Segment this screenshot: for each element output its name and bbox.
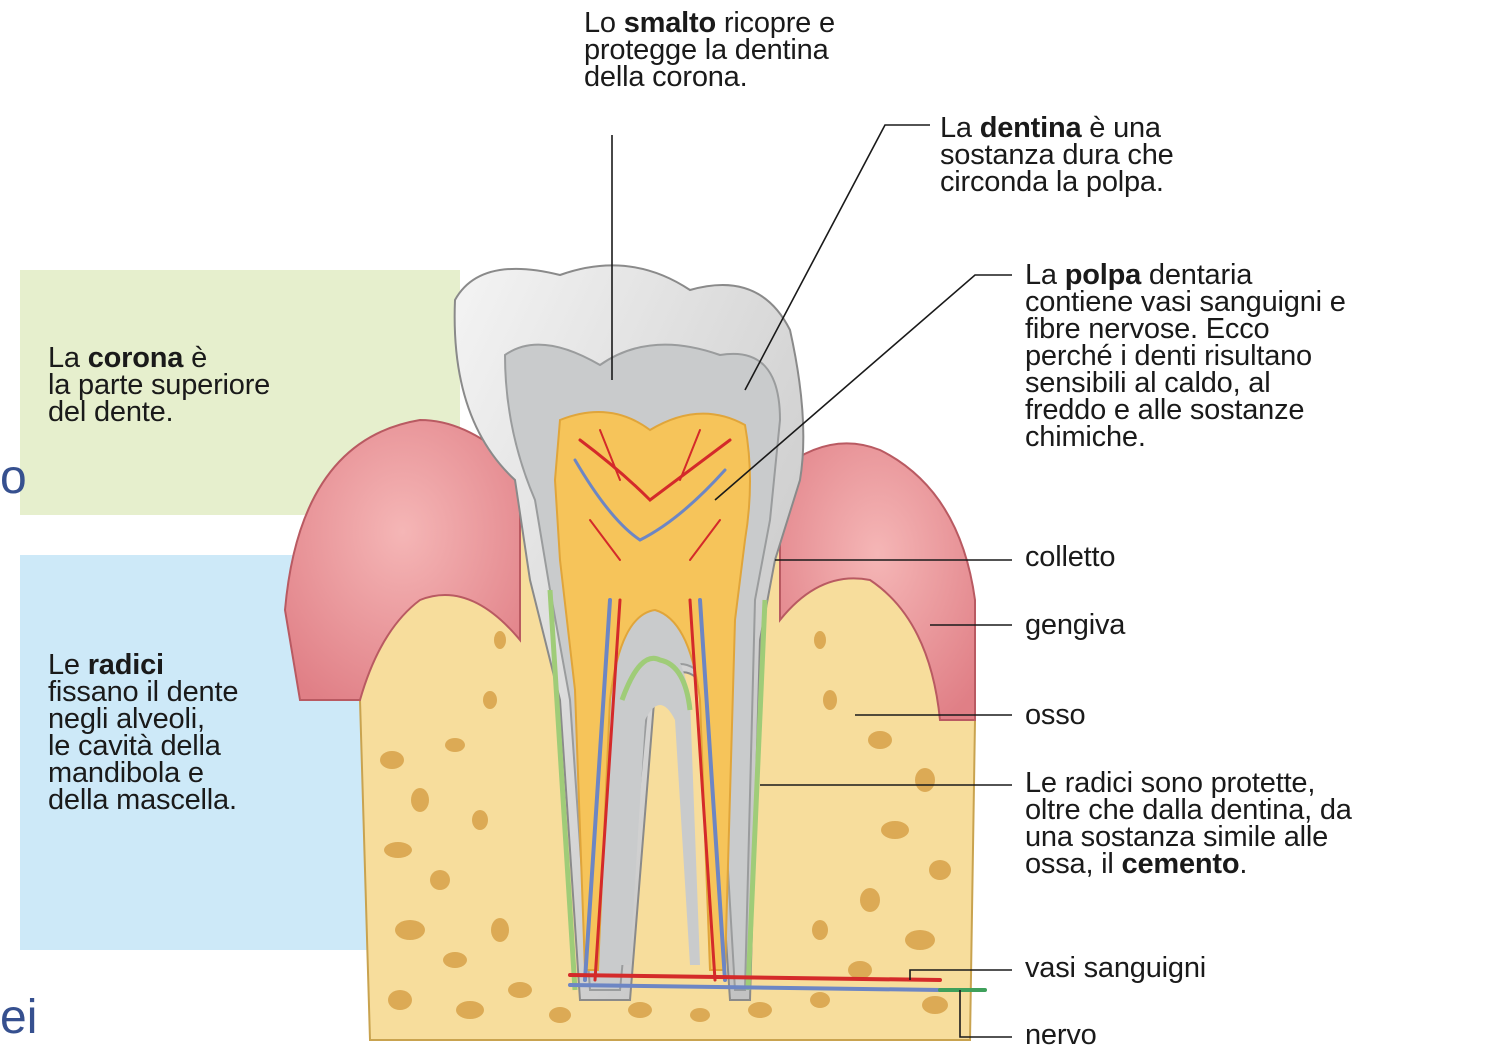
edge-text-fragment: ei — [0, 990, 37, 1045]
corona-label: La corona è la parte superiore del dente… — [48, 345, 270, 426]
vasi-sanguigni-label: vasi sanguigni — [1025, 955, 1206, 982]
nervo-label: nervo — [1025, 1022, 1097, 1049]
smalto-label: Lo smalto ricopre e protegge la dentina … — [584, 10, 835, 91]
polpa-label: La polpa dentaria contiene vasi sanguign… — [1025, 262, 1346, 451]
colletto-label: colletto — [1025, 544, 1115, 571]
edge-text-fragment: o — [0, 450, 27, 505]
radici-label: Le radici fissano il dente negli alveoli… — [48, 652, 238, 814]
osso-label: osso — [1025, 702, 1085, 729]
cemento-label: Le radici sono protette, oltre che dalla… — [1025, 770, 1352, 878]
gengiva-label: gengiva — [1025, 612, 1125, 639]
dentina-label: La dentina è una sostanza dura che circo… — [940, 115, 1174, 196]
